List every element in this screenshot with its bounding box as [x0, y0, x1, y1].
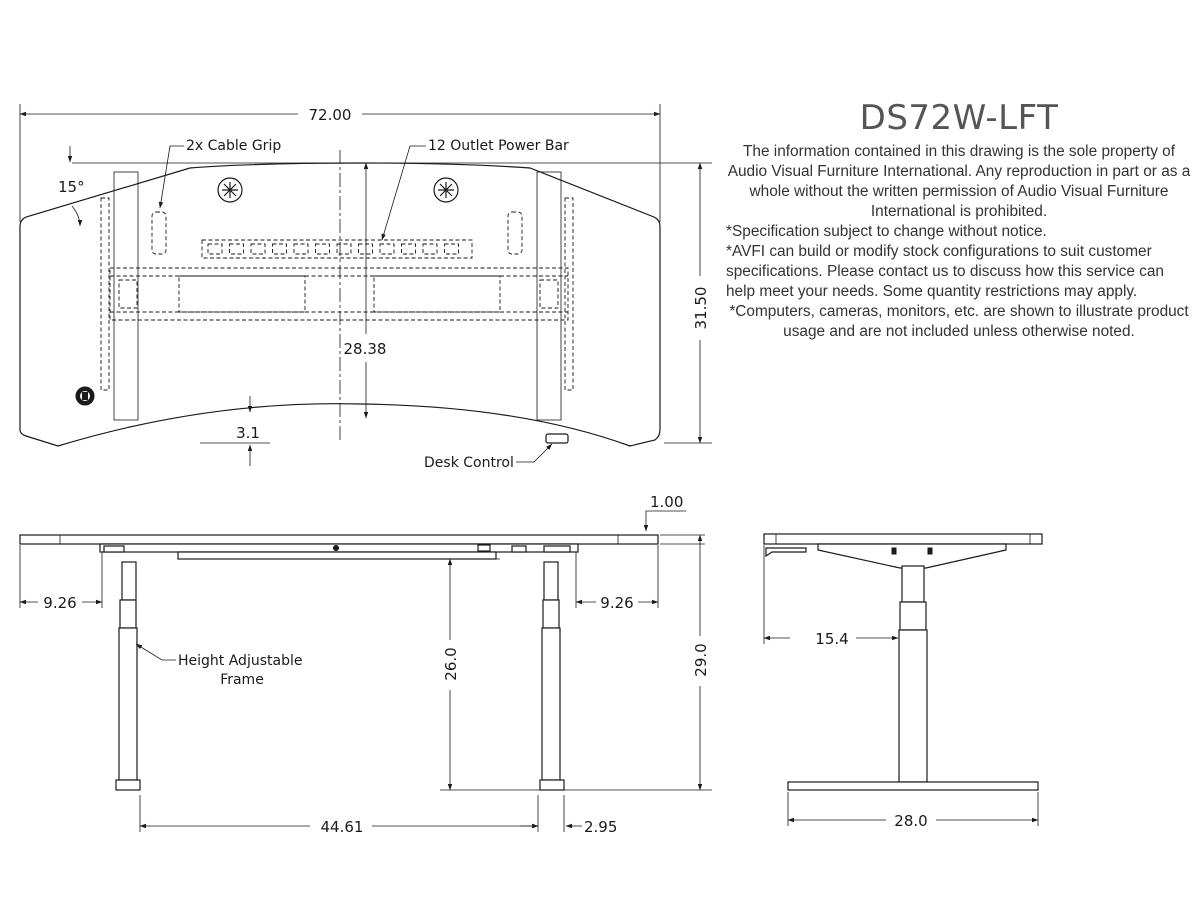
side-foot [787, 781, 1039, 791]
note-custom-config: *AVFI can build or modify stock configur… [726, 243, 1164, 300]
dim-foot-width: 2.95 [584, 818, 617, 836]
side-leg-mid [899, 601, 927, 631]
front-desktop [19, 534, 659, 545]
power-outlet [336, 243, 352, 255]
dim-left-overhang: 9.26 [43, 594, 76, 612]
note-product-usage: *Computers, cameras, monitors, etc. are … [729, 303, 1189, 340]
left-leg-top [113, 171, 139, 421]
desk-control [545, 433, 569, 444]
modesty-panel-right [373, 275, 501, 313]
label-frame-line1: Height Adjustable [178, 653, 302, 669]
power-outlet [422, 243, 438, 255]
power-outlet [401, 243, 416, 255]
motor-right [539, 279, 559, 309]
side-desktop [763, 533, 1043, 545]
label-desk-control: Desk Control [424, 455, 514, 471]
front-leg-left-upper [121, 561, 137, 601]
power-outlet [272, 243, 287, 255]
power-outlet [444, 243, 459, 255]
front-leg-right-upper [543, 561, 559, 601]
dim-inner-depth: 28.38 [344, 340, 387, 358]
side-view: 15.4 28.0 [763, 533, 1043, 830]
dim-top-thickness: 1.00 [650, 493, 683, 511]
note-spec-change: *Specification subject to change without… [726, 223, 1047, 240]
dim-total-height: 29.0 [692, 643, 710, 676]
power-bar-outlets [207, 243, 459, 255]
model-title: DS72W-LFT [859, 98, 1059, 138]
left-foot-hidden [100, 197, 110, 391]
right-leg-top [536, 171, 562, 421]
power-outlet [250, 243, 266, 255]
front-foot-right [539, 779, 565, 791]
frame-crossbar [109, 267, 569, 321]
front-leg-left-mid [119, 599, 137, 629]
modesty-panel-left [178, 275, 306, 313]
label-cable-grip: 2x Cable Grip [186, 138, 281, 154]
dim-leg-spacing: 44.61 [321, 818, 364, 836]
corner-outlet-icon [75, 386, 95, 406]
side-leg-upper [901, 565, 925, 603]
side-leg-lower [898, 629, 928, 783]
front-view: 1.00 9.26 9.26 26.0 29.0 44.61 2.95 [19, 493, 712, 836]
power-bar [201, 239, 473, 259]
grommet-right-icon [433, 177, 459, 203]
side-desk-control [765, 547, 807, 558]
label-frame-line2: Frame [220, 672, 264, 688]
dim-curve: 3.1 [236, 424, 260, 442]
power-outlet [379, 243, 395, 255]
cable-grip-right [507, 211, 523, 255]
desk-top-outline [19, 162, 661, 447]
front-leg-right-lower [541, 627, 561, 781]
power-outlet [293, 243, 309, 255]
ownership-notice: The information contained in this drawin… [727, 143, 1191, 220]
power-outlet [315, 243, 330, 255]
dim-angle: 15° [58, 178, 85, 196]
power-outlet [229, 243, 244, 255]
front-leg-left-lower [118, 627, 138, 781]
title-block: DS72W-LFT The information contained in t… [726, 98, 1192, 342]
power-outlet [207, 243, 223, 255]
dim-foot-length: 28.0 [894, 812, 927, 830]
label-power-bar: 12 Outlet Power Bar [428, 138, 569, 154]
front-foot-left [115, 779, 141, 791]
top-view: 72.00 31.50 28.38 3.1 15° 2x Cable Grip … [19, 104, 712, 471]
right-foot-hidden [564, 197, 574, 391]
side-bracket [817, 543, 1007, 569]
grommet-left-icon [217, 177, 243, 203]
dim-leg-height: 26.0 [442, 647, 460, 680]
dim-side-overhang: 15.4 [815, 630, 848, 648]
cable-grip-left [151, 211, 167, 255]
power-outlet [358, 243, 373, 255]
front-leg-right-mid [542, 599, 560, 629]
dim-depth: 31.50 [692, 287, 710, 330]
motor-left [118, 279, 138, 309]
dim-width: 72.00 [309, 106, 352, 124]
dim-right-overhang: 9.26 [600, 594, 633, 612]
